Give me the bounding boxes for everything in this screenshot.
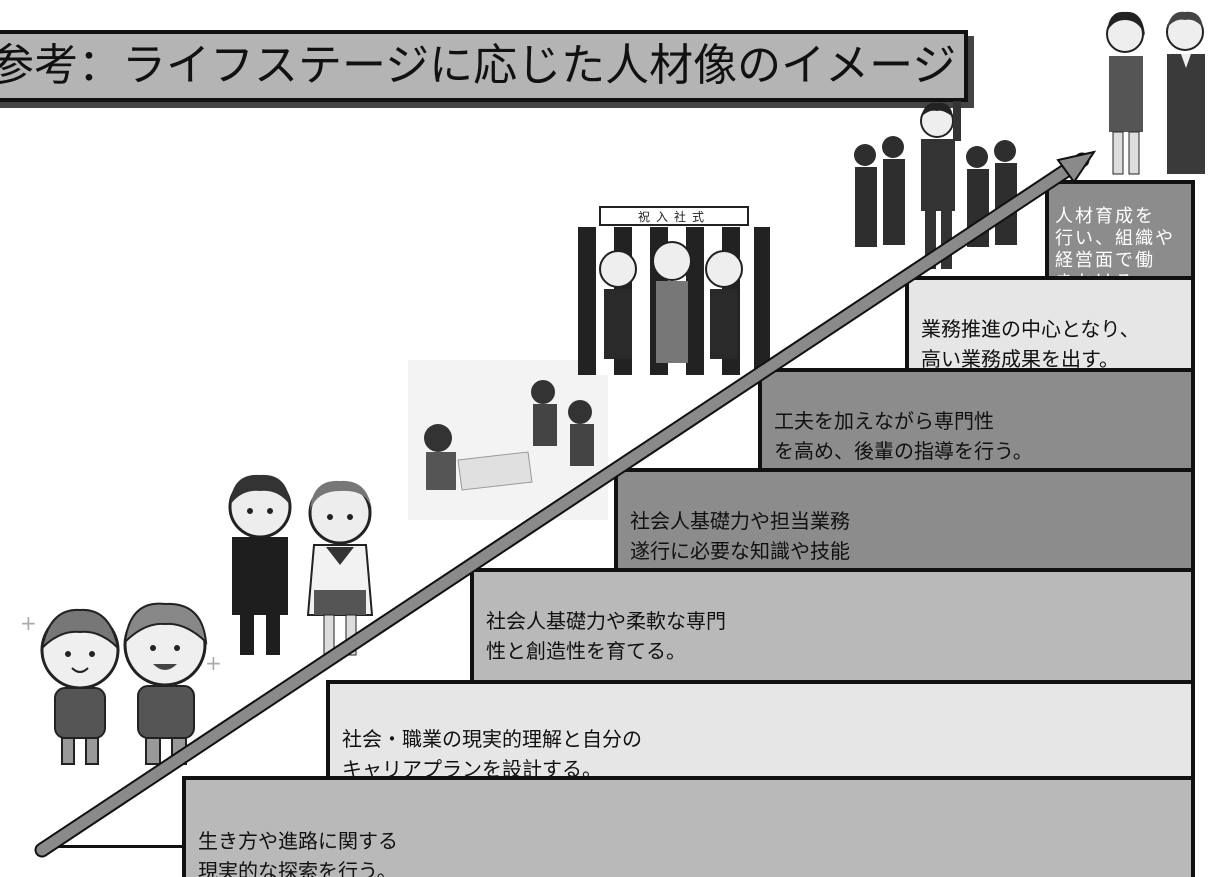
job-interview-illustration <box>408 360 608 520</box>
step-5-text: 工夫を加えながら専門性 を高め、後輩の指導を行う。 <box>774 409 1033 463</box>
step-1-text: 生き方や進路に関する 現実的な探索を行う。 <box>198 829 398 877</box>
page-title: 参考：ライフステージに応じた人材像のイメージ <box>0 30 968 102</box>
step-4-text: 社会人基礎力や担当業務 遂行に必要な知識や技能 を習得する。 <box>630 509 850 572</box>
team-leader-illustration <box>854 101 1017 269</box>
step-3-text: 社会人基礎力や柔軟な専門 性と創造性を育てる。 <box>486 609 726 663</box>
entrance-ceremony-illustration: 祝入社式 <box>578 206 770 375</box>
executives-illustration <box>1106 11 1205 175</box>
elementary-children-illustration: + + <box>20 602 222 765</box>
step-4: 社会人基礎力や担当業務 遂行に必要な知識や技能 を習得する。 <box>614 468 1195 572</box>
step-3: 社会人基礎力や柔軟な専門 性と創造性を育てる。 <box>470 568 1195 684</box>
step-5: 工夫を加えながら専門性 を高め、後輩の指導を行う。 <box>758 368 1195 472</box>
svg-text:+: + <box>20 611 37 635</box>
ceremony-sign: 祝入社式 <box>638 209 710 224</box>
step-1: 生き方や進路に関する 現実的な探索を行う。 <box>182 776 1195 877</box>
step-6-text: 業務推進の中心となり、 高い業務成果を出す。 <box>921 317 1140 371</box>
step-7: 人材育成を 行い、組織や 経営面で働 きかける。 <box>1045 180 1195 280</box>
step-6: 業務推進の中心となり、 高い業務成果を出す。 <box>905 276 1195 372</box>
step-7-text: 人材育成を 行い、組織や 経営面で働 きかける。 <box>1055 206 1175 280</box>
step-2-text: 社会・職業の現実的理解と自分の キャリアプランを設計する。 <box>342 727 642 780</box>
baseline <box>38 845 184 848</box>
step-2: 社会・職業の現実的理解と自分の キャリアプランを設計する。 <box>326 680 1195 780</box>
students-illustration <box>228 474 374 656</box>
